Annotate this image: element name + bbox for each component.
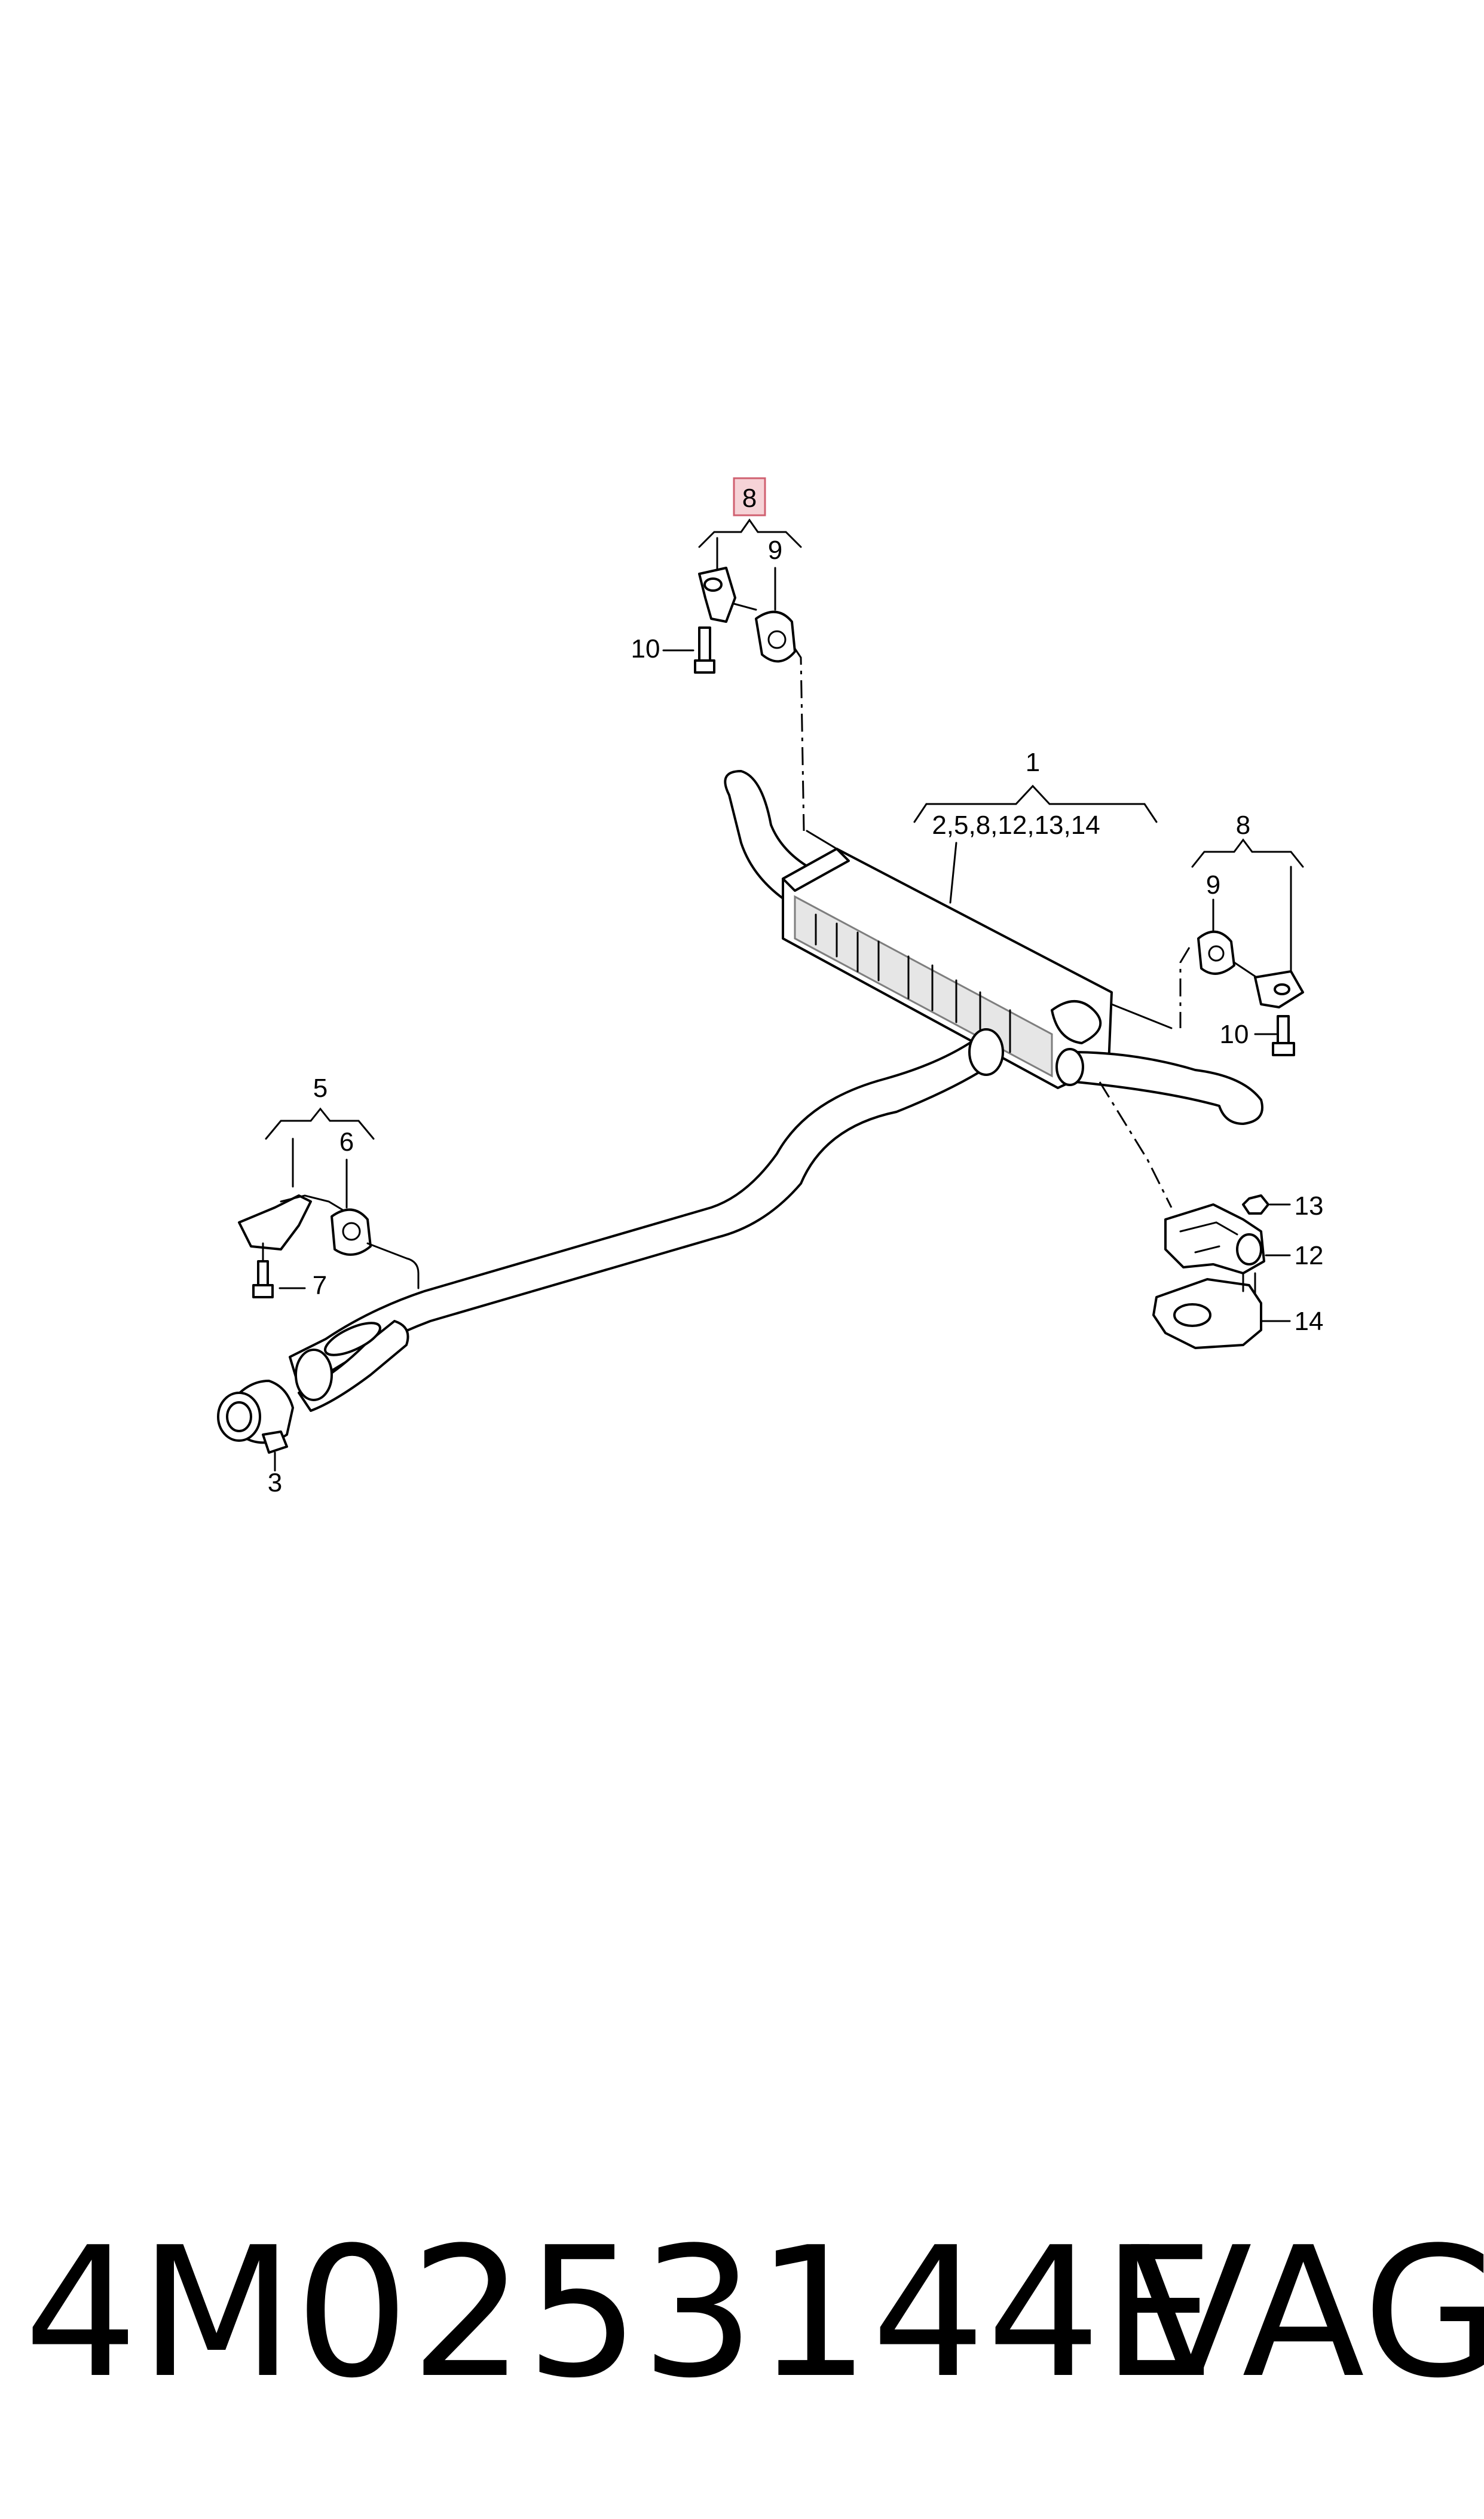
part-number: 4M0253144E — [24, 2209, 1217, 2417]
clamp-group: 3 — [217, 1380, 294, 1497]
bolt-top — [698, 626, 711, 662]
callout-8-top-highlight[interactable] — [733, 477, 766, 516]
callout-8-top[interactable]: 8 — [742, 484, 757, 513]
intermediate-pipe — [289, 1028, 1004, 1412]
brand-label: VAG — [1130, 2209, 1484, 2417]
tailpipe-outlet — [1069, 1051, 1263, 1125]
rubber-mount-top — [755, 610, 796, 663]
muffler-inlet-pipe — [724, 770, 820, 904]
hanger-bracket-front — [238, 1194, 312, 1251]
callout-13[interactable]: 13 — [1295, 1191, 1324, 1221]
callout-6[interactable]: 6 — [339, 1127, 354, 1157]
center-pipe — [289, 1039, 993, 1388]
callout-1[interactable]: 1 — [1026, 748, 1040, 777]
callout-12[interactable]: 12 — [1295, 1241, 1324, 1270]
muffler-ribs — [815, 913, 1011, 1053]
exhaust-flap-group: 13 12 14 — [1152, 1191, 1324, 1349]
callout-3[interactable]: 3 — [268, 1468, 282, 1497]
top-hanger-group: 8 9 10 — [631, 477, 805, 831]
rubber-mount-right — [1197, 930, 1235, 975]
rear-muffler-assembly: 1 2,5,8,12,13,14 — [724, 748, 1263, 1208]
right-hanger-group: 8 9 10 — [1179, 811, 1304, 1056]
nut — [1242, 1194, 1269, 1215]
callout-9-right[interactable]: 9 — [1206, 870, 1220, 900]
callout-10-right[interactable]: 10 — [1220, 1020, 1249, 1049]
callout-8-right[interactable]: 8 — [1236, 811, 1250, 840]
front-hanger-group: 5 6 7 — [238, 1074, 420, 1300]
callout-1-sub[interactable]: 2,5,8,12,13,14 — [932, 811, 1100, 840]
callout-5[interactable]: 5 — [313, 1074, 328, 1103]
bolt-right — [1277, 1015, 1290, 1047]
hanger-bracket-top — [698, 567, 736, 623]
callout-10-top[interactable]: 10 — [631, 634, 660, 664]
rubber-mount-front — [331, 1208, 372, 1256]
callout-9-top[interactable]: 9 — [768, 536, 782, 565]
callout-14[interactable]: 14 — [1295, 1307, 1324, 1336]
callout-7[interactable]: 7 — [313, 1271, 327, 1300]
